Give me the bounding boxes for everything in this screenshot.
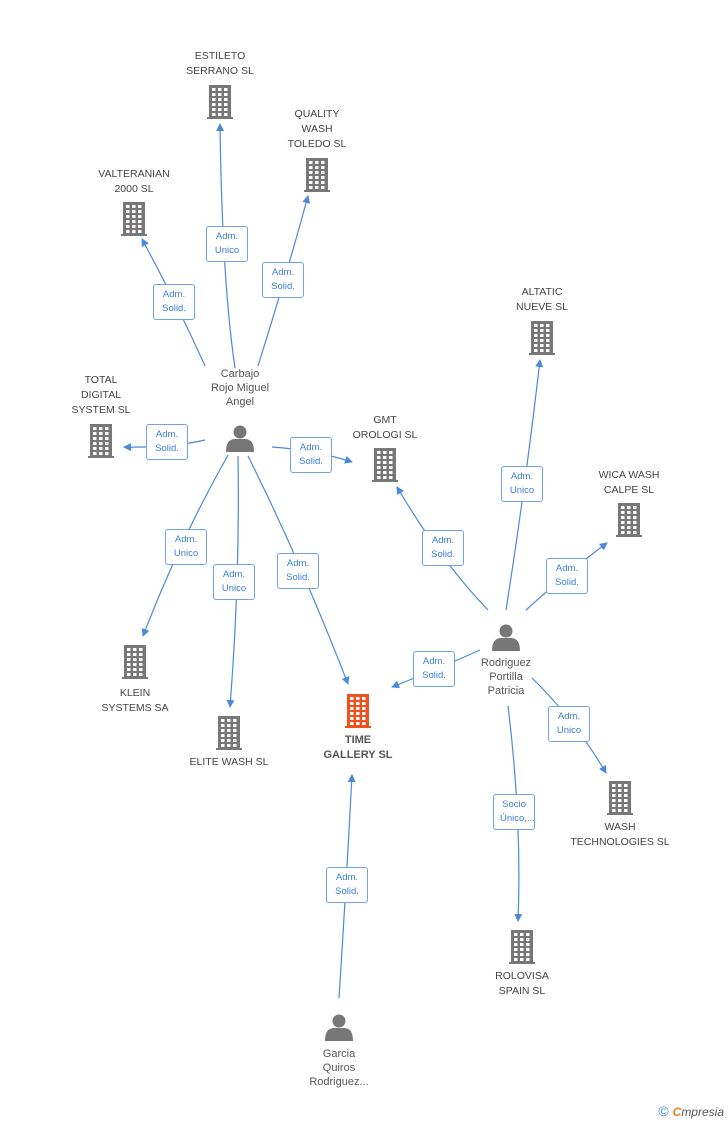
edge-label-carbajo-total[interactable]: Adm. Solid. — [146, 424, 188, 460]
building-icon-quality[interactable] — [304, 158, 330, 192]
person-icon-carbajo[interactable] — [226, 425, 254, 453]
footer-brand: ©Cmpresia — [658, 1103, 724, 1119]
edge-label-carbajo-time[interactable]: Adm. Solid. — [277, 553, 319, 589]
edge-label-rodriguez-washtech[interactable]: Adm. Unico — [548, 706, 590, 742]
node-label-klein[interactable]: KLEIN SYSTEMS SA — [101, 687, 169, 714]
node-label-rolovisa[interactable]: ROLOVISA SPAIN SL — [495, 970, 549, 997]
building-icon-elite[interactable] — [216, 716, 242, 750]
building-icon-gmt[interactable] — [372, 448, 398, 482]
building-icon-total[interactable] — [88, 424, 114, 458]
node-label-elite[interactable]: ELITE WASH SL — [189, 756, 269, 768]
node-label-valteranian[interactable]: VALTERANIAN 2000 SL — [98, 168, 170, 195]
edge-label-garcia-time[interactable]: Adm. Solid. — [326, 867, 368, 903]
edge-label-rodriguez-wica[interactable]: Adm. Solid. — [546, 558, 588, 594]
node-label-rodriguez[interactable]: Rodriguez Portilla Patricia — [480, 657, 532, 697]
building-icon-time[interactable] — [345, 694, 371, 728]
building-icon-valteranian[interactable] — [121, 202, 147, 236]
building-icon-klein[interactable] — [122, 645, 148, 679]
edge-label-rodriguez-rolovisa[interactable]: Socio Único,... — [493, 794, 535, 830]
node-label-estileto[interactable]: ESTILETO SERRANO SL — [186, 50, 254, 77]
edge-label-carbajo-estileto[interactable]: Adm. Unico — [206, 226, 248, 262]
edge-label-carbajo-quality[interactable]: Adm. Solid. — [262, 262, 304, 298]
node-label-washtech[interactable]: WASH TECHNOLOGIES SL — [570, 821, 670, 848]
person-icon-rodriguez[interactable] — [492, 624, 520, 652]
node-label-wica[interactable]: WICA WASH CALPE SL — [598, 469, 660, 496]
building-icon-washtech[interactable] — [607, 781, 633, 815]
node-label-gmt[interactable]: GMT OROLOGI SL — [352, 414, 418, 441]
node-label-total[interactable]: TOTAL DIGITAL SYSTEM SL — [71, 374, 131, 416]
copyright-symbol: © — [658, 1103, 669, 1119]
edge-label-carbajo-elite[interactable]: Adm. Unico — [213, 564, 255, 600]
node-label-altatic[interactable]: ALTATIC NUEVE SL — [516, 286, 568, 313]
building-icon-estileto[interactable] — [207, 85, 233, 119]
node-label-quality[interactable]: QUALITY WASH TOLEDO SL — [287, 108, 347, 150]
node-label-time[interactable]: TIME GALLERY SL — [323, 734, 393, 761]
edge-carbajo-estileto — [216, 123, 236, 369]
edge-label-rodriguez-time[interactable]: Adm. Solid. — [413, 651, 455, 687]
brand-name: mpresia — [681, 1105, 724, 1119]
edge-label-carbajo-valteranian[interactable]: Adm. Solid. — [153, 284, 195, 320]
node-label-carbajo[interactable]: Carbajo Rojo Miguel Angel — [210, 368, 270, 408]
brand-initial: C — [672, 1105, 682, 1119]
building-icon-altatic[interactable] — [529, 321, 555, 355]
node-label-garcia[interactable]: Garcia Quiros Rodriguez... — [309, 1048, 369, 1088]
edge-label-rodriguez-gmt[interactable]: Adm. Solid. — [422, 530, 464, 566]
person-icon-garcia[interactable] — [325, 1014, 353, 1042]
edge-label-carbajo-gmt[interactable]: Adm. Solid. — [290, 437, 332, 473]
building-icon-rolovisa[interactable] — [509, 930, 535, 964]
edge-label-rodriguez-altatic[interactable]: Adm. Unico — [501, 466, 543, 502]
edge-label-carbajo-klein[interactable]: Adm. Unico — [165, 529, 207, 565]
building-icon-wica[interactable] — [616, 503, 642, 537]
